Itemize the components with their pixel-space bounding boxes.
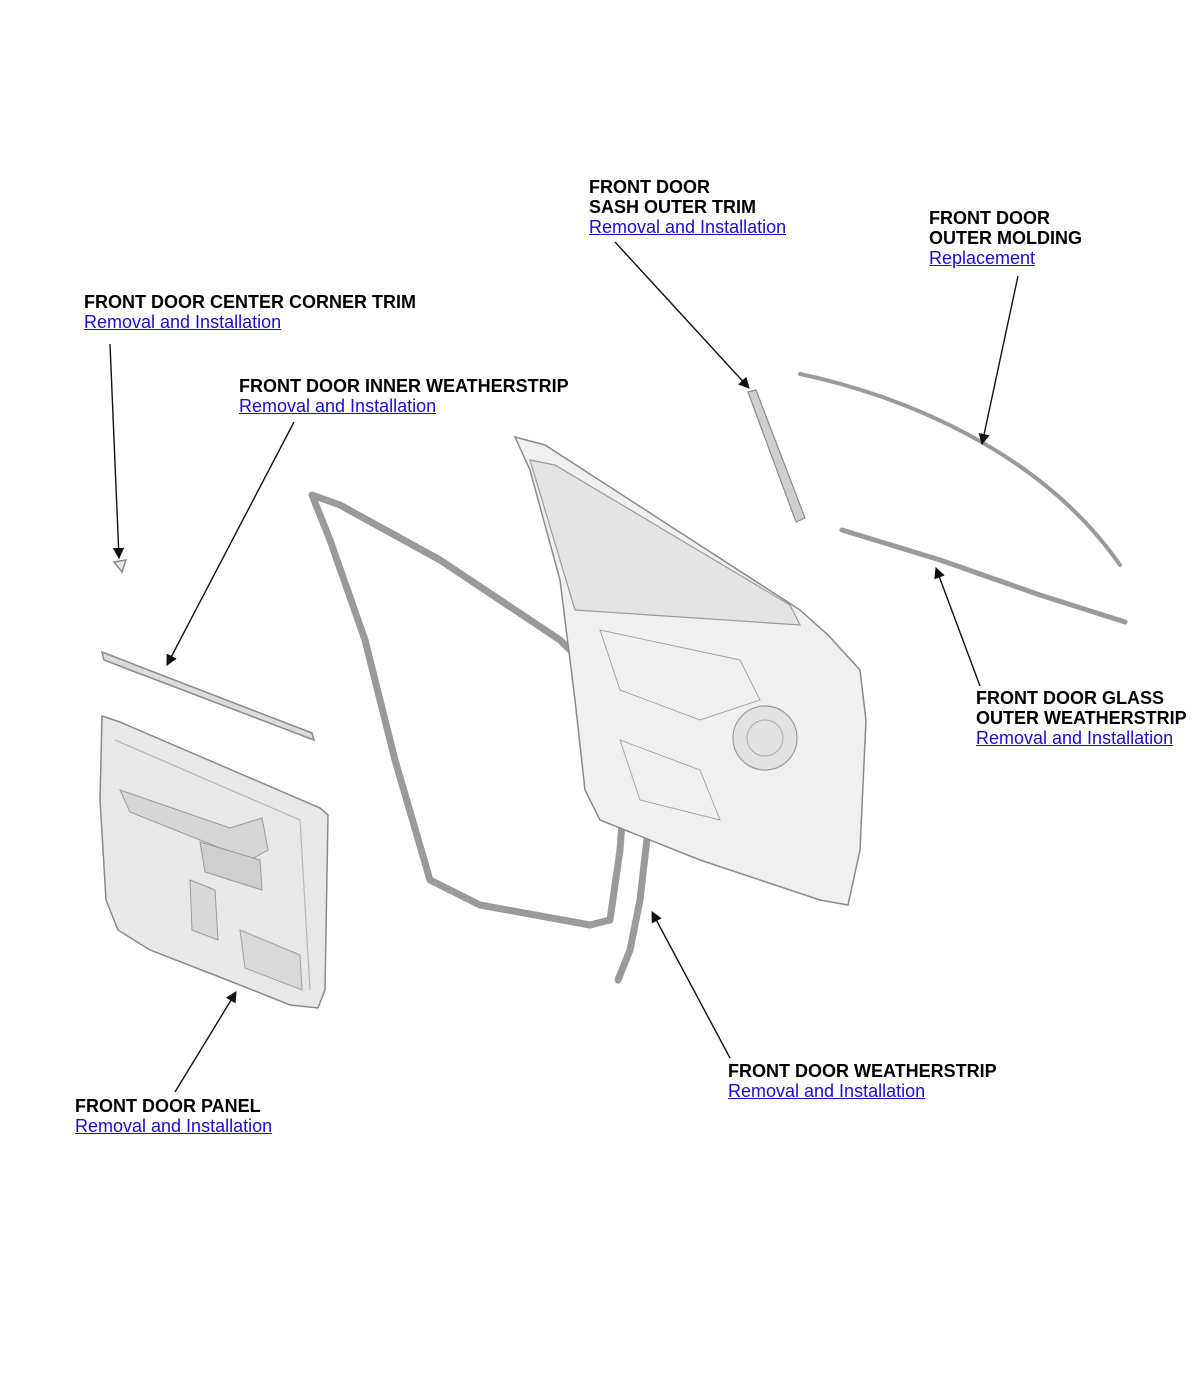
callout-title: FRONT DOOR CENTER CORNER TRIM	[84, 292, 416, 312]
callout-outer-molding: FRONT DOOR OUTER MOLDING Replacement	[929, 208, 1082, 268]
removal-installation-link[interactable]: Removal and Installation	[589, 217, 787, 237]
leader-door-weatherstrip	[651, 911, 731, 1059]
callout-title: FRONT DOOR WEATHERSTRIP	[728, 1061, 997, 1081]
door-weatherstrip-part	[308, 491, 632, 929]
callout-title-line-1: FRONT DOOR	[929, 208, 1050, 228]
callout-sash-outer-trim: FRONT DOOR SASH OUTER TRIM Removal and I…	[589, 177, 786, 237]
leader-center-corner-trim	[109, 343, 125, 560]
callout-title: FRONT DOOR INNER WEATHERSTRIP	[239, 376, 569, 396]
replacement-link[interactable]: Replacement	[929, 248, 1036, 268]
callout-inner-weatherstrip: FRONT DOOR INNER WEATHERSTRIP Removal an…	[239, 376, 569, 416]
leader-glass-outer-weatherstrip	[934, 566, 981, 687]
removal-installation-link[interactable]: Removal and Installation	[75, 1116, 273, 1136]
leader-outer-molding	[978, 275, 1019, 446]
callout-title-line-2: SASH OUTER TRIM	[589, 197, 757, 217]
callout-center-corner-trim: FRONT DOOR CENTER CORNER TRIM Removal an…	[84, 292, 416, 332]
callout-door-weatherstrip: FRONT DOOR WEATHERSTRIP Removal and Inst…	[728, 1061, 997, 1101]
leader-inner-weatherstrip	[166, 421, 295, 666]
sash-outer-trim-part	[747, 389, 806, 523]
callout-title-line-2: OUTER MOLDING	[929, 228, 1082, 248]
removal-installation-link[interactable]: Removal and Installation	[976, 728, 1174, 748]
center-corner-trim-part	[112, 559, 128, 574]
glass-outer-weatherstrip-part	[839, 527, 1128, 625]
removal-installation-link[interactable]: Removal and Installation	[728, 1081, 926, 1101]
outer-molding-part	[798, 372, 1122, 567]
callout-door-panel: FRONT DOOR PANEL Removal and Installatio…	[75, 1096, 272, 1136]
inner-weatherstrip-part	[100, 650, 316, 742]
leader-door-panel	[174, 991, 237, 1093]
callout-glass-outer-weatherstrip: FRONT DOOR GLASS OUTER WEATHERSTRIP Remo…	[976, 688, 1200, 748]
callout-title-line-1: FRONT DOOR	[589, 177, 710, 197]
door-frame-part	[513, 435, 867, 906]
removal-installation-link[interactable]: Removal and Installation	[239, 396, 437, 416]
leader-sash-outer-trim	[614, 241, 750, 389]
removal-installation-link[interactable]: Removal and Installation	[84, 312, 282, 332]
door-panel-part	[99, 714, 329, 1009]
callout-title-line-2: OUTER WEATHERSTRIP	[976, 708, 1187, 728]
callout-title-line-1: FRONT DOOR GLASS	[976, 688, 1164, 708]
callout-title: FRONT DOOR PANEL	[75, 1096, 261, 1116]
